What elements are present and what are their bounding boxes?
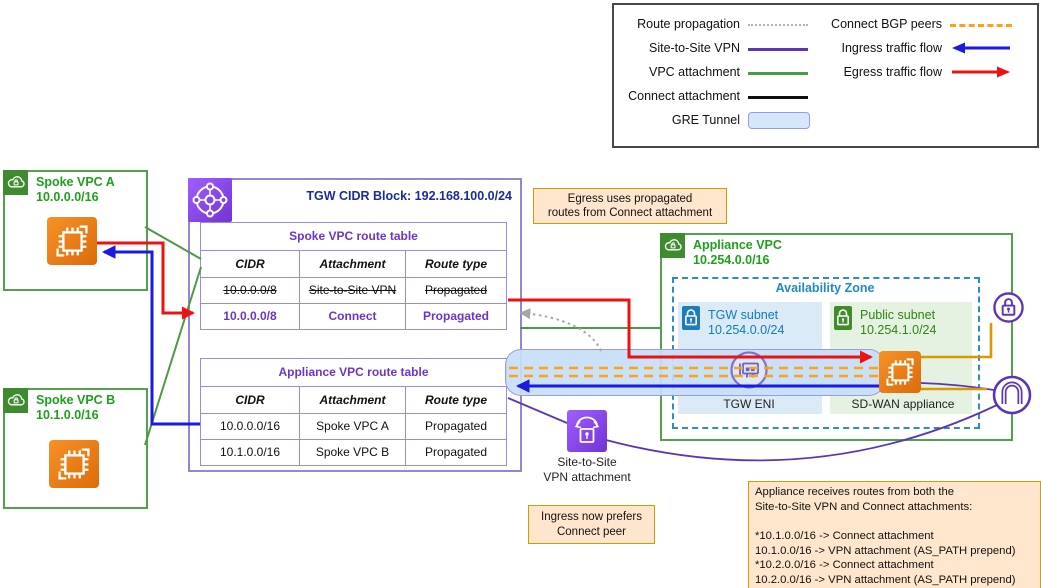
spoke-route-table-header: CIDR Attachment Route type	[201, 251, 506, 278]
vpn-attachment-label-line2: VPN attachment	[543, 470, 631, 484]
legend-sample-connect-bgp-peers	[950, 24, 1012, 27]
tgw-cidr-title: TGW CIDR Block: 192.168.100.0/24	[306, 189, 512, 203]
legend-label-vpc-attachment: VPC attachment	[648, 65, 740, 79]
cell-attachment: Connect	[299, 304, 405, 329]
cell-attachment: Spoke VPC A	[299, 414, 405, 440]
col-header-cidr: CIDR	[201, 251, 299, 278]
legend-sample-connect-attachment	[748, 96, 808, 99]
ingress-callout: Ingress now prefers Connect peer	[528, 505, 655, 544]
vpc-cloud-icon	[3, 388, 28, 413]
ingress-callout-line1: Ingress now prefers	[541, 511, 642, 523]
spoke-vpc-a-name: Spoke VPC A	[36, 175, 115, 189]
cell-cidr: 10.0.0.0/16	[201, 414, 299, 440]
egress-callout: Egress uses propagated routes from Conne…	[533, 188, 727, 224]
legend-sample-route-propagation	[748, 24, 808, 26]
tgw-subnet-name: TGW subnet	[708, 308, 779, 322]
legend-sample-site-to-site-vpn	[748, 48, 808, 51]
routes-line	[755, 514, 1034, 529]
gre-tunnel	[505, 349, 885, 396]
vpc-cloud-icon	[3, 170, 28, 195]
sdwan-appliance-icon	[879, 351, 921, 393]
table-row: 10.0.0.0/8 Connect Propagated	[201, 304, 506, 329]
tgw-subnet-cidr: 10.254.0.0/24	[708, 323, 785, 337]
cell-cidr: 10.0.0.0/8	[223, 309, 277, 323]
legend-sample-vpc-attachment	[748, 72, 808, 75]
routes-line: 10.1.0.0/16 -> VPN attachment (AS_PATH p…	[755, 544, 1016, 557]
availability-zone-label: Availability Zone	[775, 281, 875, 295]
ec2-instance-icon	[47, 217, 97, 265]
routes-line: Appliance receives routes from both the	[755, 486, 955, 498]
transit-gateway-icon	[188, 178, 232, 222]
legend-sample-gre-tunnel	[748, 112, 810, 129]
col-header-route-type: Route type	[405, 387, 506, 414]
col-header-route-type: Route type	[405, 251, 506, 278]
spoke-route-table-title: Spoke VPC route table	[201, 223, 506, 251]
legend-label-ingress-traffic: Ingress traffic flow	[841, 41, 942, 55]
tgw-eni-icon	[729, 350, 769, 390]
legend-label-connect-bgp-peers: Connect BGP peers	[831, 17, 942, 31]
routes-line: *10.2.0.0/16 -> Connect attachment	[755, 559, 934, 572]
route-propagation-line	[519, 308, 602, 352]
cell-route-type: Propagated	[405, 414, 506, 440]
routes-line: *10.1.0.0/16 -> Connect attachment	[755, 530, 934, 543]
legend-label-egress-traffic: Egress traffic flow	[843, 65, 942, 79]
appliance-vpc-cidr: 10.254.0.0/16	[693, 253, 770, 267]
spoke-vpc-b-box: Spoke VPC B 10.1.0.0/16	[3, 388, 148, 509]
ingress-callout-line2: Connect peer	[556, 525, 627, 538]
public-subnet-cidr: 10.254.1.0/24	[860, 323, 937, 337]
cell-route-type: Propagated	[405, 278, 506, 304]
vpn-attachment-label-line1: Site-to-Site	[557, 455, 617, 469]
legend-label-route-propagation: Route propagation	[637, 17, 740, 31]
cell-cidr: 10.1.0.0/16	[219, 445, 281, 459]
table-row: 10.0.0.0/16 Spoke VPC A Propagated	[201, 414, 506, 440]
legend-label-gre-tunnel: GRE Tunnel	[671, 113, 740, 127]
internet-gateway-icon	[991, 374, 1033, 416]
appliance-vpc-name: Appliance VPC	[693, 238, 782, 252]
public-subnet-name: Public subnet	[860, 308, 936, 322]
col-header-cidr: CIDR	[201, 387, 299, 414]
legend-sample-egress-arrow	[950, 65, 1012, 79]
egress-callout-line1: Egress uses propagated	[567, 192, 693, 205]
table-row: 10.1.0.0/16 Spoke VPC B Propagated	[201, 440, 506, 465]
cell-route-type: Propagated	[405, 304, 506, 329]
appliance-route-table-title: Appliance VPC route table	[201, 359, 506, 387]
spoke-vpc-a-cidr: 10.0.0.0/16	[36, 190, 99, 204]
table-row: 10.0.0.0/8 Site-to-Site VPN Propagated	[201, 278, 506, 304]
legend-label-connect-attachment: Connect attachment	[628, 89, 740, 103]
routes-line: 10.2.0.0/16 -> VPN attachment (AS_PATH p…	[755, 574, 1016, 587]
spoke-vpc-b-cidr: 10.1.0.0/16	[36, 408, 99, 422]
legend-sample-ingress-arrow	[950, 41, 1012, 55]
appliance-route-table-header: CIDR Attachment Route type	[201, 387, 506, 414]
legend-label-site-to-site-vpn: Site-to-Site VPN	[648, 41, 740, 55]
spoke-vpc-route-table: Spoke VPC route table CIDR Attachment Ro…	[200, 222, 507, 330]
vpn-lock-icon	[992, 291, 1025, 324]
ec2-instance-icon	[49, 440, 99, 488]
appliance-routes-callout: Appliance receives routes from both the …	[748, 481, 1041, 588]
egress-callout-line2: routes from Connect attachment	[547, 207, 713, 219]
legend-box: Route propagation Site-to-Site VPN VPC a…	[612, 3, 1039, 148]
col-header-attachment: Attachment	[299, 251, 405, 278]
routes-line: Site-to-Site VPN and Connect attachments…	[755, 500, 973, 513]
cell-route-type: Propagated	[405, 440, 506, 465]
public-subnet-lock-icon	[834, 306, 852, 330]
vpc-cloud-icon	[660, 233, 685, 258]
spoke-vpc-a-box: Spoke VPC A 10.0.0.0/16	[3, 170, 148, 291]
sdwan-appliance-label: SD-WAN appliance	[851, 397, 955, 411]
cell-attachment: Spoke VPC B	[299, 440, 405, 465]
tgw-eni-label: TGW ENI	[723, 397, 775, 411]
cell-attachment: Site-to-Site VPN	[299, 278, 405, 304]
spoke-vpc-b-name: Spoke VPC B	[36, 393, 116, 407]
site-to-site-vpn-attachment-icon	[567, 410, 607, 452]
private-subnet-lock-icon	[682, 306, 700, 330]
cell-cidr: 10.0.0.0/8	[201, 278, 299, 304]
col-header-attachment: Attachment	[299, 387, 405, 414]
vpn-attachment-label: Site-to-Site VPN attachment	[527, 455, 647, 485]
appliance-vpc-route-table: Appliance VPC route table CIDR Attachmen…	[200, 358, 507, 466]
cloud-lock-icon	[7, 175, 25, 187]
